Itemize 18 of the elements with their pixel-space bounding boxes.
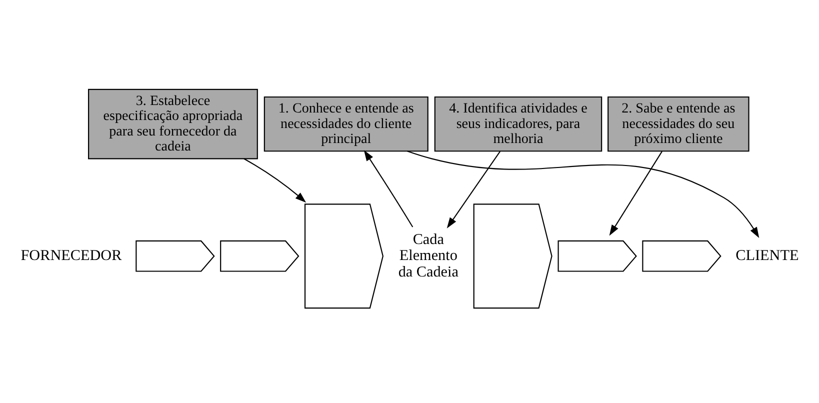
node-box: 2. Sabe e entende as necessidades do seu próximo cliente xyxy=(607,96,749,152)
arrow xyxy=(406,150,759,238)
arrow xyxy=(243,158,306,202)
node-chevron xyxy=(642,240,721,272)
node-chevron xyxy=(557,240,636,272)
node-chevron xyxy=(472,203,552,308)
node-box: 1. Conhece e entende as necessidades do cliente principal xyxy=(263,96,428,152)
node-text: CLIENTE xyxy=(735,246,798,264)
arrow xyxy=(446,150,500,228)
arrow xyxy=(363,150,413,227)
node-chevron xyxy=(135,240,214,272)
node-box: 4. Identifica atividades e seus indicadores, para melhoria xyxy=(434,96,602,152)
arrow xyxy=(608,150,662,236)
node-text: Cada Elemento da Cadeia xyxy=(398,230,458,280)
node-box: 3. Estabelece especificação apropriada para seu fornecedor da cadeia xyxy=(88,88,258,159)
node-text: FORNECEDOR xyxy=(20,246,122,264)
node-chevron xyxy=(220,240,299,272)
node-chevron xyxy=(304,203,383,308)
